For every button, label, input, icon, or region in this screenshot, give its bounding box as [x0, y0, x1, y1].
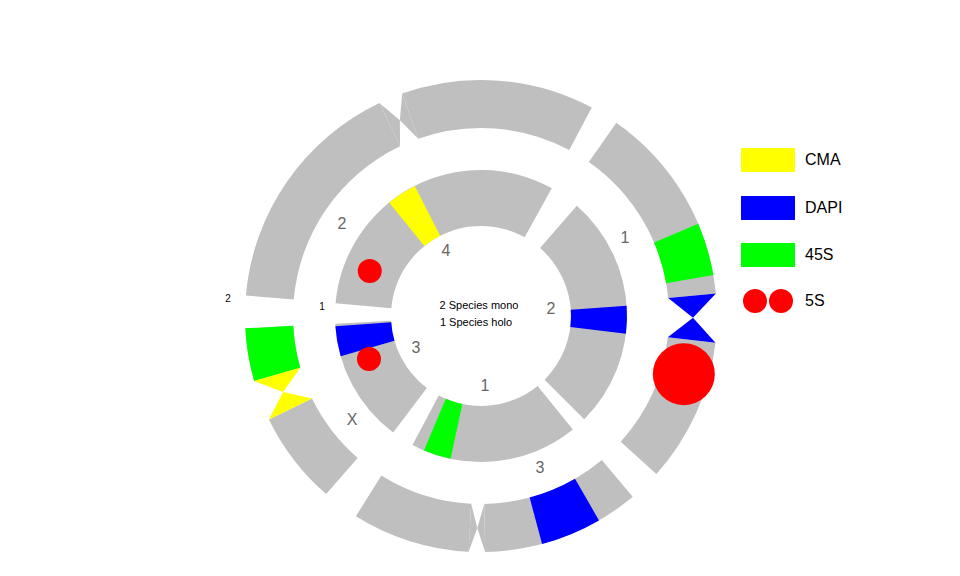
chromosome-ring [245, 80, 716, 552]
chromosome-outer-2-arm [246, 103, 400, 300]
chromosome-number: 1 [481, 377, 490, 395]
centromere-triangle [668, 293, 716, 317]
legend-entry: 45S [741, 243, 833, 267]
chromosome-number: X [347, 411, 358, 429]
legend-entry: 5S [741, 289, 825, 313]
chromosome-inner-1-arm [412, 386, 572, 462]
legend-swatch [741, 148, 795, 172]
chromosome-outer-1-band [654, 224, 713, 284]
legend-entry: DAPI [741, 196, 842, 220]
chromosome-outer-1-arm [621, 337, 716, 474]
ring-note: 2 Species mono [440, 299, 519, 311]
chromosome-inner-4-arm [336, 170, 552, 308]
chromosome-inner-1-band [424, 399, 462, 459]
chromosome-number: 3 [536, 459, 545, 477]
ring-number: 1 [319, 301, 325, 312]
centromere-triangle [379, 103, 400, 146]
chromosome-marks [254, 94, 716, 552]
chromosome-outer-3-arm [484, 460, 632, 552]
centromere-triangle [269, 392, 312, 419]
5s-signal [653, 343, 715, 405]
centromere-triangle [668, 318, 716, 343]
5s-signal [357, 347, 381, 371]
chromosome-outer-2-arm [402, 80, 592, 150]
legend-text: 45S [805, 243, 833, 267]
centromere-triangle [469, 504, 478, 552]
chromosome-number: 1 [621, 229, 630, 247]
legend-swatch [741, 289, 795, 313]
chromosome-inner-2-band [570, 306, 627, 334]
ring-note: 1 Species holo [440, 316, 512, 328]
legend-text: DAPI [805, 196, 842, 220]
legend-text: CMA [805, 148, 841, 172]
centromere-triangle [400, 94, 418, 139]
chromosome-outer-3-band [530, 479, 599, 544]
legend-entry: CMA [741, 148, 841, 172]
legend-text: 5S [805, 289, 825, 313]
legend-swatch [741, 196, 795, 220]
legend-swatch [741, 243, 795, 267]
legend-dot [743, 289, 767, 313]
chromosome-number: 2 [547, 300, 556, 318]
chromosome-inner-3-arm [335, 321, 427, 433]
chromosome-number: 4 [442, 242, 451, 260]
chromosome-number: 3 [412, 339, 421, 357]
legend-dot [769, 289, 793, 313]
centromere-triangle [254, 368, 300, 392]
ring-number: 2 [225, 293, 231, 304]
5s-signal [358, 259, 382, 283]
legend-symbol [741, 289, 795, 313]
centromere-triangle [477, 504, 485, 552]
chromosome-outer-3-arm [356, 475, 471, 551]
chromosome-number: 2 [338, 215, 347, 233]
chromosome-inner-2-arm [540, 206, 627, 419]
chromosome-inner-4-band [389, 186, 440, 246]
